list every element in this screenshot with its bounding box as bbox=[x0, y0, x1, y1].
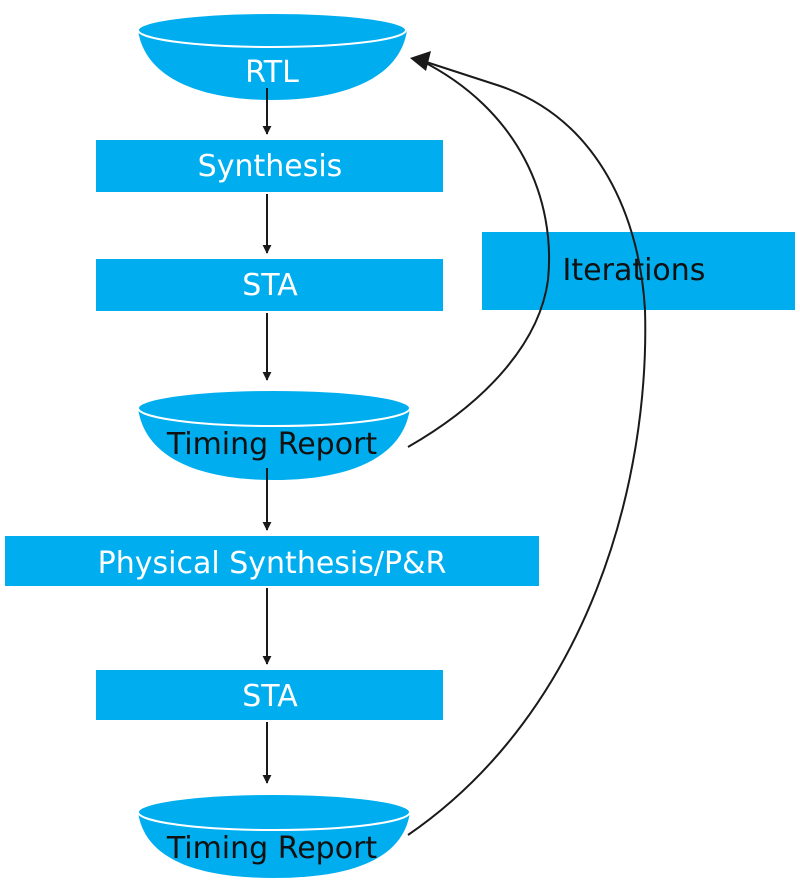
feedback-curve-outer bbox=[407, 59, 647, 836]
rtl-node: RTL bbox=[137, 12, 407, 100]
rtl-label: RTL bbox=[245, 55, 299, 90]
sta-label-2: STA bbox=[242, 679, 298, 714]
iterations-label: Iterations bbox=[563, 253, 706, 288]
physical-synthesis-node: Physical Synthesis/P&R bbox=[5, 536, 539, 586]
timing-report-label-1: Timing Report bbox=[166, 427, 378, 462]
timing-report-label-2: Timing Report bbox=[166, 831, 378, 866]
timing-report-node-2: Timing Report bbox=[137, 793, 411, 878]
timing-report-node-1: Timing Report bbox=[137, 389, 411, 480]
synthesis-node: Synthesis bbox=[96, 140, 443, 192]
physical-synthesis-label: Physical Synthesis/P&R bbox=[98, 546, 447, 581]
sta-node-2: STA bbox=[96, 670, 443, 720]
feedback-arrowhead bbox=[410, 51, 431, 71]
sta-node-1: STA bbox=[96, 259, 443, 311]
iterations-node: Iterations bbox=[482, 232, 795, 310]
feedback-curve-inner bbox=[407, 59, 551, 448]
synthesis-label: Synthesis bbox=[198, 149, 343, 184]
sta-label-1: STA bbox=[242, 268, 298, 303]
